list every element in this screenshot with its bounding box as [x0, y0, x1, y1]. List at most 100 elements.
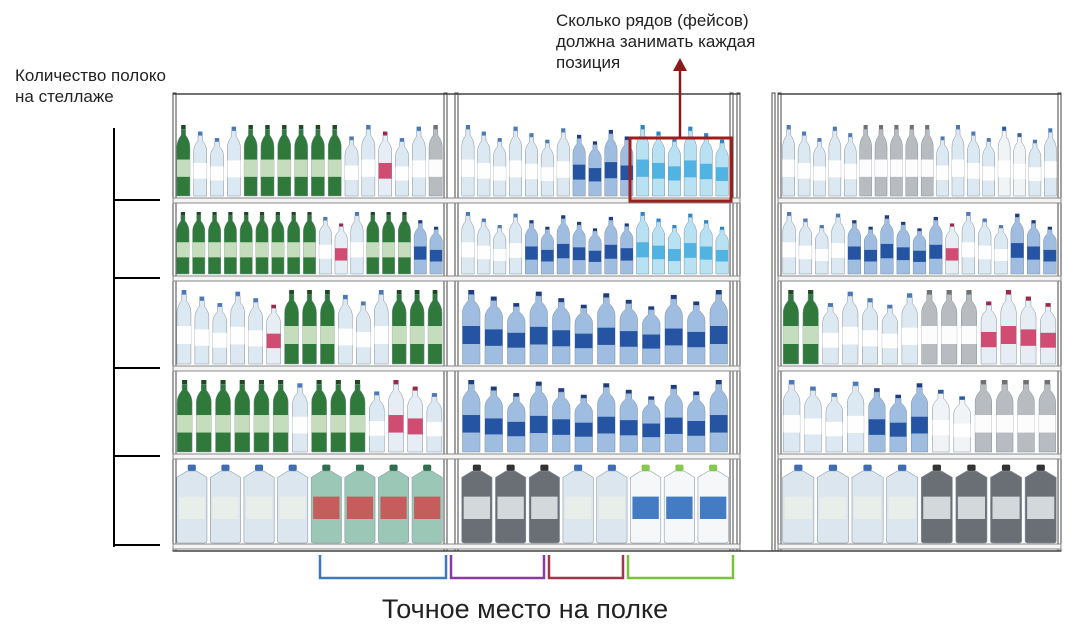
bottle-label [196, 415, 212, 433]
bottle-label [888, 496, 916, 519]
bottle-label [253, 415, 269, 433]
bottle-cap [887, 304, 893, 309]
bottle-cap [291, 212, 296, 216]
bottle-cap [574, 464, 583, 471]
bottle-big-dark [920, 464, 953, 544]
overlays [318, 58, 735, 580]
bracket-blue [318, 555, 448, 580]
bottle-label [604, 162, 618, 179]
bottle-cap [808, 290, 814, 295]
bottle-label [529, 415, 548, 434]
bottle-label [497, 496, 524, 519]
bottle-clear [248, 298, 263, 365]
bottle-cap [1047, 226, 1053, 230]
bottle-clear [936, 136, 949, 197]
bottle-pink [1020, 296, 1037, 365]
bottle-label [382, 242, 395, 258]
bottle-label [428, 326, 443, 344]
bottle-cap [465, 212, 471, 216]
bottle-label [978, 245, 992, 260]
bottle-cap [259, 212, 265, 216]
bottle-clear [782, 125, 795, 197]
upright [771, 92, 776, 552]
bottle-label [346, 496, 374, 519]
bottle-label [1017, 415, 1035, 433]
bottle-green [234, 380, 250, 453]
bottle-clear [493, 225, 507, 275]
bottle-label [279, 496, 306, 519]
bottle-label [862, 330, 878, 347]
bottle-label [552, 419, 571, 435]
bottle-blue [597, 383, 616, 453]
bottle-label [344, 165, 359, 181]
bottle-label [194, 329, 209, 346]
bottle-label [552, 330, 571, 347]
bottle-label [234, 415, 250, 433]
bottle-clear [493, 138, 507, 197]
bottle-label [936, 165, 949, 181]
bottle-cap [786, 125, 791, 130]
bottle-label [619, 331, 638, 347]
shelf-board [777, 365, 1062, 372]
bottle-gray [1038, 380, 1056, 453]
bottle-green [366, 212, 380, 275]
bottle-clear [831, 213, 845, 275]
bottle-label [410, 326, 425, 344]
bottle-clear [994, 225, 1008, 275]
bottle-cap [197, 131, 203, 136]
bottle-label [398, 242, 411, 258]
bottle-cap [248, 125, 253, 130]
bottle-label [951, 159, 964, 177]
bottle-cap [670, 384, 677, 389]
bottle-cap [898, 464, 907, 471]
bottle-blue [642, 306, 661, 365]
bottle-label [815, 249, 829, 262]
bottle-label [875, 159, 888, 177]
bottle-clear [461, 125, 475, 197]
bottle-label [541, 249, 554, 262]
bottle-cap [672, 138, 677, 142]
bottle-blue [588, 141, 602, 197]
bottle-blue [462, 290, 481, 365]
bottle-green [287, 212, 301, 275]
bottle-big-clear [243, 464, 275, 544]
bottle-cap [715, 290, 722, 295]
bottle-label [338, 328, 353, 346]
bottle-clear [901, 293, 918, 365]
bottle-cap [592, 228, 598, 232]
bottle-cap [370, 212, 375, 216]
bottle-gray [890, 125, 903, 197]
bottle-label [477, 245, 491, 260]
bottle-label [178, 496, 205, 519]
bottle-blue [619, 389, 638, 453]
bottle-cap [867, 298, 873, 303]
bottle-label [799, 245, 812, 260]
bottle-green [382, 212, 396, 275]
shelf-board [777, 275, 1062, 282]
bottle-big-clear [596, 464, 628, 544]
bottle-cap [244, 212, 249, 216]
bottle-label [668, 249, 681, 262]
bottle-cap [297, 383, 303, 388]
bottle-blue [880, 215, 894, 275]
bottle-label [366, 242, 379, 258]
bottle-clear [862, 298, 879, 365]
bottle-label [783, 415, 800, 433]
bottle-big-clear [176, 464, 208, 544]
bottle-clear [798, 218, 813, 275]
bottle-cap [895, 394, 902, 399]
bottle-clear [540, 139, 554, 197]
bottle-cap [1005, 290, 1012, 295]
bottle-green [260, 125, 275, 197]
bottle-clear [194, 296, 210, 365]
bottle-blue [604, 216, 618, 275]
bottle-cap [402, 212, 407, 216]
bottle-pink [334, 223, 348, 275]
bottle-green [311, 125, 325, 197]
bottle-cap [393, 380, 399, 385]
bottle-cap [529, 133, 534, 138]
bottle-clear [477, 218, 491, 275]
bottle-label [212, 332, 227, 348]
bottle-label [992, 496, 1020, 519]
bottle-cap [289, 290, 294, 295]
